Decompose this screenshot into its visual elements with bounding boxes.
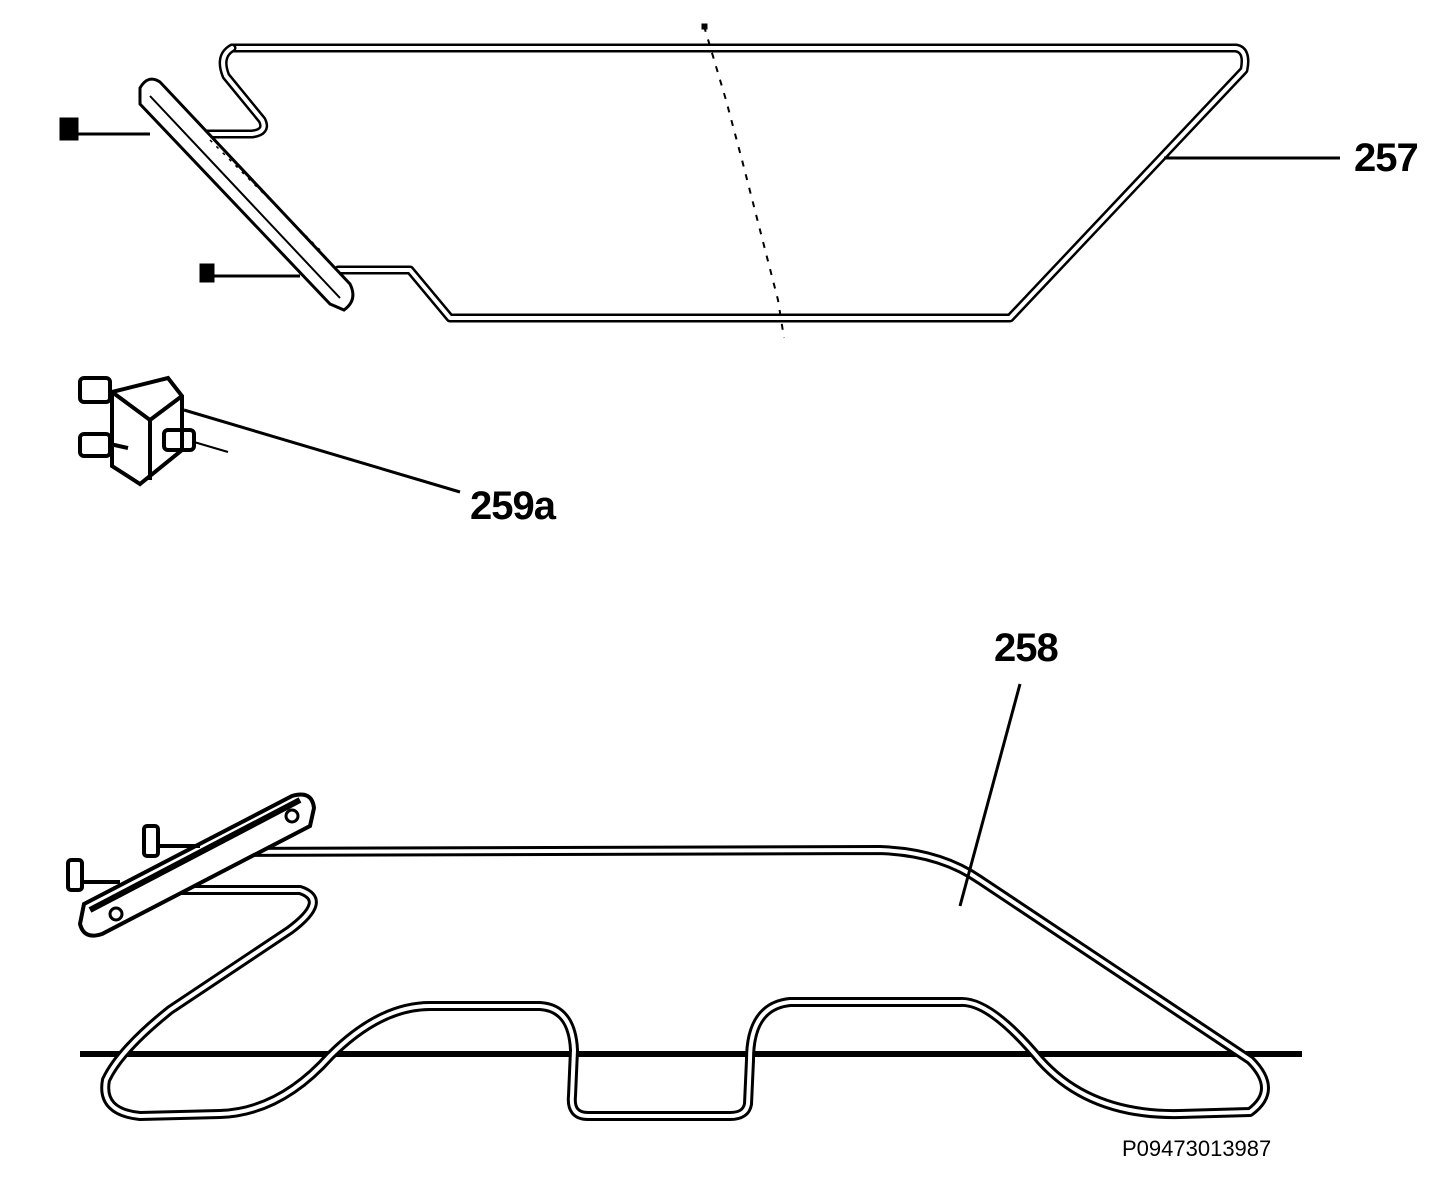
bracket-258 (77, 792, 317, 938)
part-label-259a: 259a (470, 484, 556, 528)
drawing-code: P09473013987 (1122, 1136, 1272, 1161)
component-259a (78, 375, 229, 487)
leader-line-259a (183, 408, 461, 494)
heating-element-257 (195, 43, 1250, 323)
axis-line-257 (701, 23, 785, 339)
heating-element-258 (100, 845, 1270, 1121)
leader-line-258 (958, 683, 1022, 907)
part-label-258: 258 (994, 626, 1059, 670)
terminals-257 (59, 117, 300, 283)
terminals-258 (66, 824, 200, 892)
bracket-257 (138, 77, 355, 312)
part-label-257: 257 (1354, 136, 1419, 180)
